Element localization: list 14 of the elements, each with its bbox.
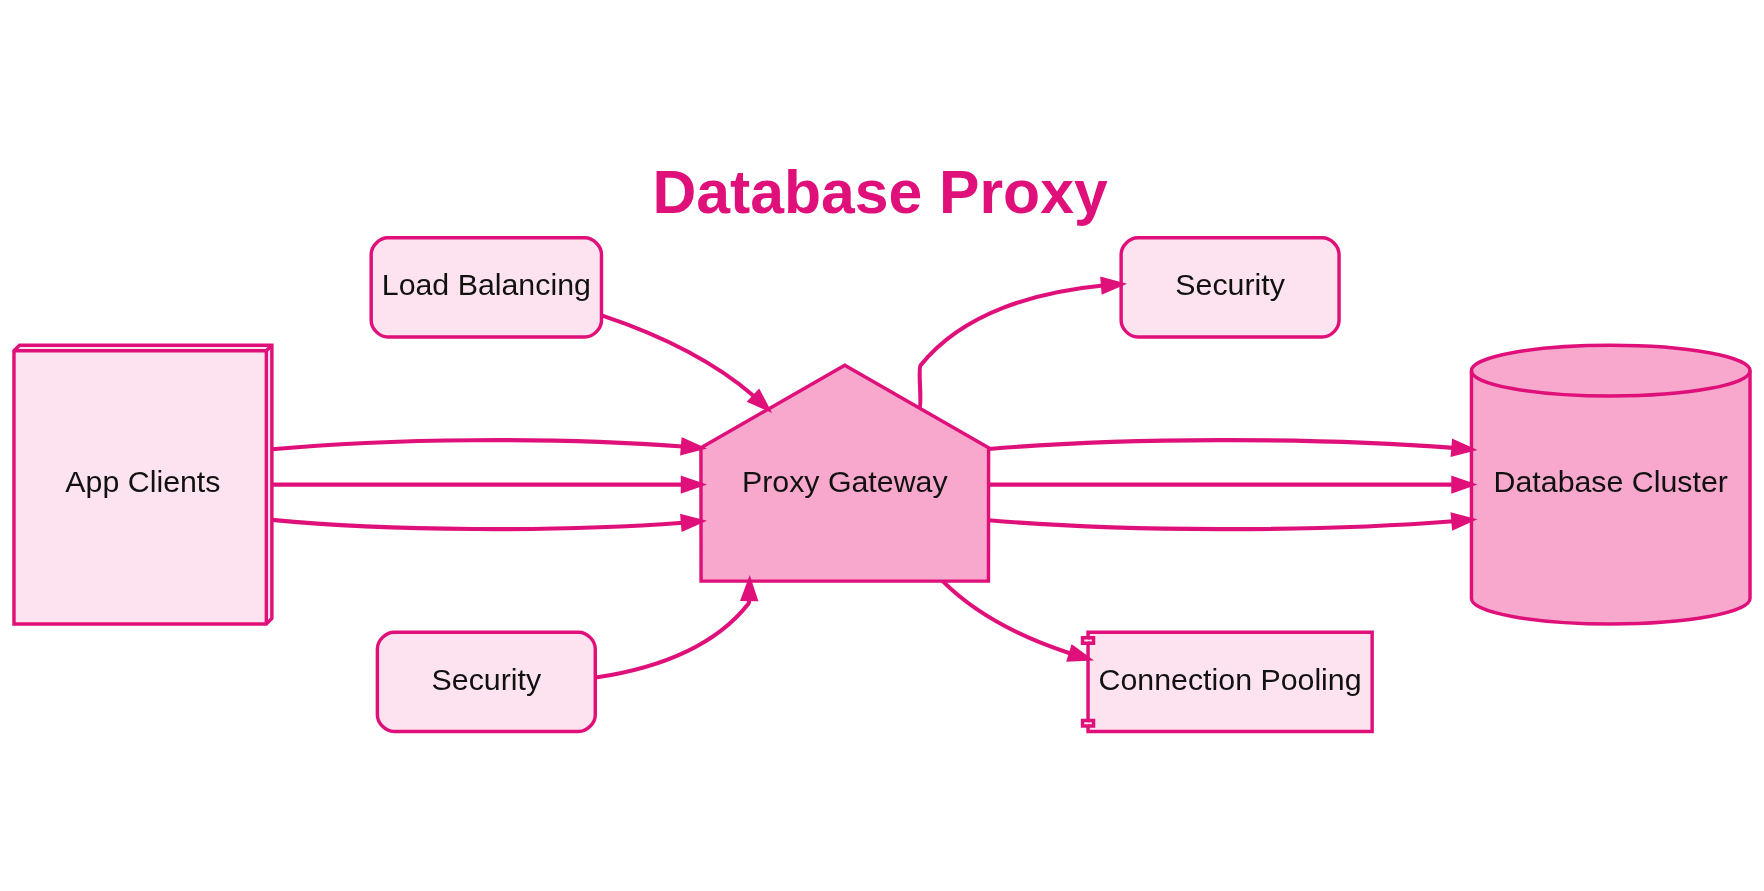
node-box: Security — [375, 629, 597, 733]
arrow — [988, 511, 1478, 531]
arrow — [595, 574, 759, 680]
arrow — [988, 474, 1478, 494]
arrow — [600, 312, 773, 413]
arrow — [917, 276, 1128, 409]
arrow — [988, 437, 1478, 457]
diagram-title: Database Proxy — [652, 157, 1108, 226]
arrow — [941, 579, 1094, 662]
node-box: Security — [1119, 235, 1341, 339]
arrow — [272, 474, 708, 494]
node-box: Load Balancing — [369, 235, 604, 339]
arrow — [271, 513, 707, 532]
arrow — [271, 436, 707, 455]
